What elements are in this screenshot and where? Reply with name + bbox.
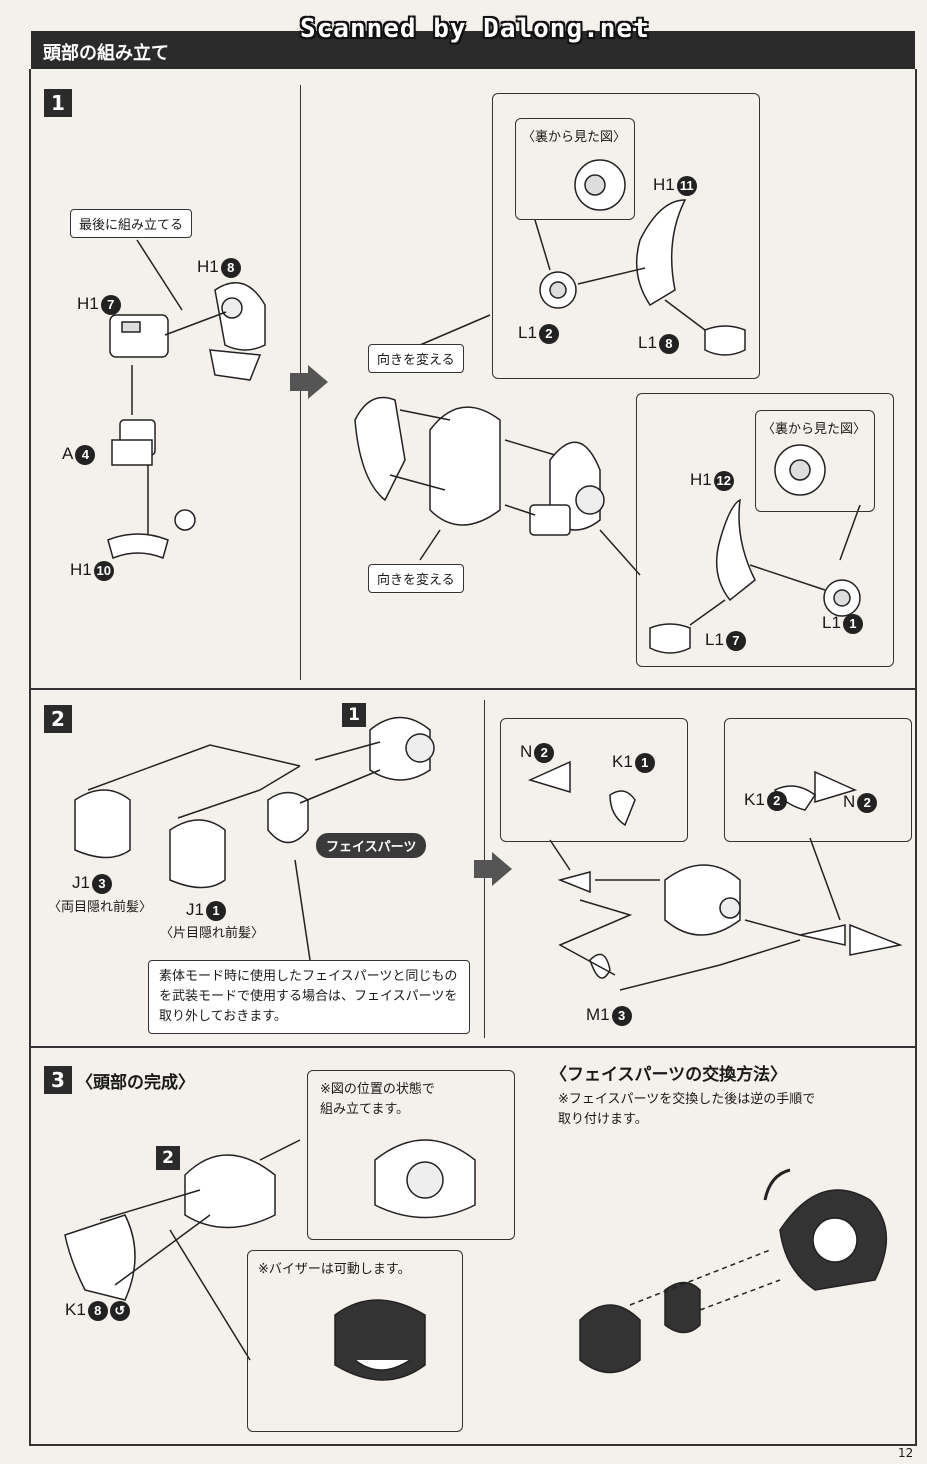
part-number-badge: 1 — [205, 900, 226, 921]
back-view-label-top: 〈裏から見た図〉 — [522, 130, 627, 145]
part-number-badge: 2 — [857, 792, 878, 813]
part-code: M1 — [586, 1005, 610, 1024]
flow-arrow-icon — [290, 365, 330, 399]
part-code: L1 — [518, 323, 537, 342]
part-code: H1 — [653, 175, 675, 194]
part-number-badge: 8 — [87, 1300, 108, 1321]
part-code: H1 — [77, 294, 99, 313]
step-3-badge: 3 — [44, 1066, 72, 1094]
face-swap-title: 〈フェイスパーツの交換方法〉 — [550, 1065, 788, 1085]
part-number-badge: 8 — [658, 333, 679, 354]
callout-turn-around-bottom: 向きを変える — [368, 564, 464, 593]
callout-turn-around-top: 向きを変える — [368, 344, 464, 373]
face-parts-label: フェイスパーツ — [316, 833, 427, 858]
visor-note: ※バイザーは可動します。 — [258, 1262, 411, 1277]
step-2-reference-badge: 2 — [156, 1146, 180, 1170]
step-1-reference-badge: 1 — [342, 703, 366, 727]
visor-note-box — [247, 1250, 463, 1432]
part-code: L1 — [705, 630, 724, 649]
watermark: Scanned by Dalong.net — [300, 14, 650, 44]
section-title: 頭部の組み立て — [43, 43, 169, 64]
part-number-badge: 11 — [676, 175, 697, 196]
detail-box-k1-n2 — [724, 718, 912, 842]
detail-box-top — [492, 93, 760, 379]
callout-assemble-last: 最後に組み立てる — [70, 209, 193, 238]
detail-box-bottom — [636, 393, 894, 667]
step-3-title: 〈頭部の完成〉 — [76, 1073, 195, 1093]
part-code: K1 — [744, 790, 765, 809]
part-number-badge: 3 — [611, 1005, 632, 1026]
step-2-badge: 2 — [44, 705, 72, 733]
sticker-icon: ↺ — [109, 1300, 130, 1321]
back-view-box-top — [515, 118, 635, 220]
back-view-box-bottom — [755, 410, 875, 512]
position-note: ※図の位置の状態で 組み立てます。 — [320, 1082, 435, 1117]
part-code: J1 — [186, 900, 204, 919]
part-number-badge: 1 — [634, 752, 655, 773]
part-number-badge: 2 — [766, 790, 787, 811]
step-1-badge: 1 — [44, 89, 72, 117]
page-frame — [29, 69, 917, 1446]
part-number-badge: 1 — [842, 613, 863, 634]
position-note-box — [307, 1070, 515, 1240]
part-code: L1 — [822, 613, 841, 632]
flow-arrow-icon — [474, 852, 514, 886]
part-number-badge: 10 — [93, 560, 114, 581]
part-number-badge: 8 — [220, 257, 241, 278]
part-number-badge: 2 — [534, 742, 555, 763]
part-code: N — [520, 742, 533, 761]
part-number-badge: 3 — [91, 873, 112, 894]
j1-3-description: 〈両目隠れ前髪〉 — [48, 900, 153, 915]
face-parts-note: 素体モード時に使用したフェイスパーツと同じものを武装モードで使用する場合は、フェ… — [148, 960, 470, 1034]
j1-1-description: 〈片目隠れ前髪〉 — [160, 926, 265, 941]
page-number: 12 — [898, 1446, 914, 1460]
detail-box-n2-k1 — [500, 718, 688, 842]
part-code: H1 — [70, 560, 92, 579]
back-view-label-bottom: 〈裏から見た図〉 — [762, 422, 867, 437]
part-code: N — [843, 792, 856, 811]
part-code: H1 — [690, 470, 712, 489]
divider-step1-step2 — [29, 688, 917, 690]
part-code: J1 — [72, 873, 90, 892]
part-number-badge: 4 — [75, 444, 96, 465]
part-code: L1 — [638, 333, 657, 352]
divider-step2-step3 — [29, 1046, 917, 1048]
part-code: K1 — [612, 752, 633, 771]
part-number-badge: 12 — [713, 470, 734, 491]
section-header: 頭部の組み立て — [31, 31, 915, 69]
part-number-badge: 7 — [725, 630, 746, 651]
part-number-badge: 7 — [100, 294, 121, 315]
part-code: H1 — [197, 257, 219, 276]
part-number-badge: 2 — [538, 323, 559, 344]
face-swap-note: ※フェイスパーツを交換した後は逆の手順で 取り付けます。 — [558, 1092, 816, 1127]
part-code: K1 — [65, 1300, 86, 1319]
part-code: A — [62, 444, 74, 463]
